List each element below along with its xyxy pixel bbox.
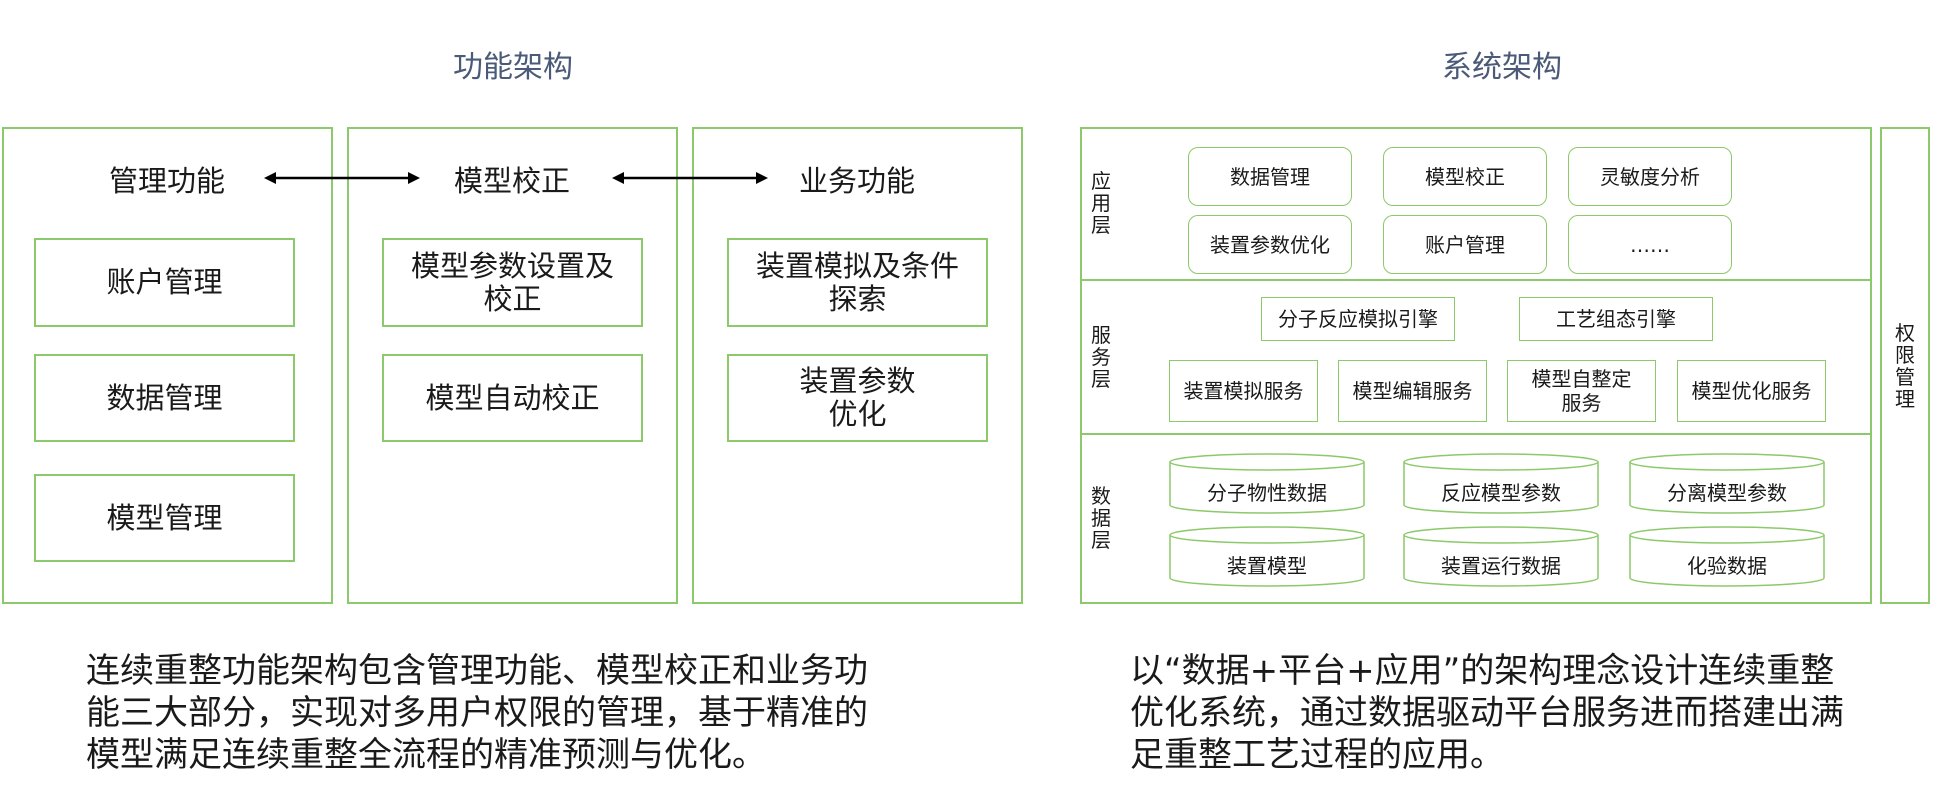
model-editing-service: 模型编辑服务 xyxy=(1338,360,1487,422)
molecular-property-data-label: 分子物性数据 xyxy=(1207,481,1327,505)
account-management-label: 账户管理 xyxy=(106,265,223,299)
unit-model-cylinder: 装置模型 xyxy=(1169,526,1365,587)
unit-simulation-service: 装置模拟服务 xyxy=(1169,360,1318,422)
functional-architecture-title: 功能架构 xyxy=(453,50,573,85)
app-sensitivity-analysis: 灵敏度分析 xyxy=(1568,147,1732,206)
application-layer-label: 应用层 xyxy=(1091,169,1111,237)
reaction-model-parameters-label: 反应模型参数 xyxy=(1441,481,1561,505)
permission-management-panel xyxy=(1880,127,1930,604)
app-data-management: 数据管理 xyxy=(1188,147,1352,206)
model-parameter-setting-box: 模型参数设置及 校正 xyxy=(382,238,643,327)
app-model-calibration-label: 模型校正 xyxy=(1425,164,1505,189)
account-management-box: 账户管理 xyxy=(34,238,295,327)
layer-divider xyxy=(1080,279,1872,281)
double-arrow-icon xyxy=(612,172,768,184)
functional-description: 连续重整功能架构包含管理功能、模型校正和业务功 能三大部分，实现对多用户权限的管… xyxy=(86,651,868,775)
reaction-model-parameters-cylinder: 反应模型参数 xyxy=(1403,453,1599,514)
business-functions-header: 业务功能 xyxy=(798,164,915,198)
unit-simulation-service-label: 装置模拟服务 xyxy=(1183,379,1304,403)
unit-operating-data-label: 装置运行数据 xyxy=(1441,554,1561,578)
lab-test-data-cylinder: 化验数据 xyxy=(1629,526,1825,587)
unit-simulation-box: 装置模拟及条件 探索 xyxy=(727,238,988,327)
app-unit-parameter-optimization: 装置参数优化 xyxy=(1188,215,1352,274)
molecular-reaction-engine-label: 分子反应模拟引擎 xyxy=(1278,307,1438,331)
model-optimization-service-label: 模型优化服务 xyxy=(1691,379,1812,403)
management-functions-header: 管理功能 xyxy=(108,164,225,198)
model-self-tuning-service: 模型自整定 服务 xyxy=(1507,360,1656,422)
model-self-tuning-service-label: 模型自整定 服务 xyxy=(1531,367,1632,415)
service-layer-label: 服务层 xyxy=(1091,323,1111,391)
system-description: 以“数据+平台+应用”的架构理念设计连续重整 优化系统，通过数据驱动平台服务进而… xyxy=(1130,651,1844,775)
app-account-management-label: 账户管理 xyxy=(1425,232,1505,257)
process-configuration-engine-label: 工艺组态引擎 xyxy=(1556,307,1676,331)
model-editing-service-label: 模型编辑服务 xyxy=(1352,379,1473,403)
permission-management-label: 权限管理 xyxy=(1895,321,1915,411)
separation-model-parameters-label: 分离模型参数 xyxy=(1667,481,1787,505)
model-management-box: 模型管理 xyxy=(34,474,295,562)
data-management-box: 数据管理 xyxy=(34,354,295,442)
unit-operating-data-cylinder: 装置运行数据 xyxy=(1403,526,1599,587)
model-parameter-setting-label: 模型参数设置及 校正 xyxy=(410,248,614,316)
process-configuration-engine: 工艺组态引擎 xyxy=(1519,297,1713,341)
app-account-management: 账户管理 xyxy=(1383,215,1547,274)
separation-model-parameters-cylinder: 分离模型参数 xyxy=(1629,453,1825,514)
double-arrow-icon xyxy=(264,172,420,184)
molecular-reaction-engine: 分子反应模拟引擎 xyxy=(1261,297,1455,341)
layer-divider xyxy=(1080,433,1872,435)
unit-parameter-optimization-box: 装置参数 优化 xyxy=(727,354,988,442)
unit-simulation-label: 装置模拟及条件 探索 xyxy=(755,248,959,316)
lab-test-data-label: 化验数据 xyxy=(1687,554,1767,578)
model-optimization-service: 模型优化服务 xyxy=(1677,360,1826,422)
app-more: …… xyxy=(1568,215,1732,274)
model-management-label: 模型管理 xyxy=(106,500,223,535)
app-unit-parameter-optimization-label: 装置参数优化 xyxy=(1210,232,1330,257)
app-sensitivity-analysis-label: 灵敏度分析 xyxy=(1600,164,1700,189)
unit-model-label: 装置模型 xyxy=(1227,554,1307,578)
molecular-property-data-cylinder: 分子物性数据 xyxy=(1169,453,1365,514)
model-calibration-header: 模型校正 xyxy=(453,164,570,198)
auto-calibration-label: 模型自动校正 xyxy=(425,380,600,415)
unit-parameter-optimization-label: 装置参数 优化 xyxy=(799,364,916,431)
system-architecture-title: 系统架构 xyxy=(1442,50,1562,85)
app-model-calibration: 模型校正 xyxy=(1383,147,1547,206)
app-more-label: …… xyxy=(1630,232,1670,257)
data-management-label: 数据管理 xyxy=(106,380,223,415)
app-data-management-label: 数据管理 xyxy=(1230,164,1310,189)
auto-calibration-box: 模型自动校正 xyxy=(382,354,643,442)
data-layer-label: 数据层 xyxy=(1091,484,1111,552)
